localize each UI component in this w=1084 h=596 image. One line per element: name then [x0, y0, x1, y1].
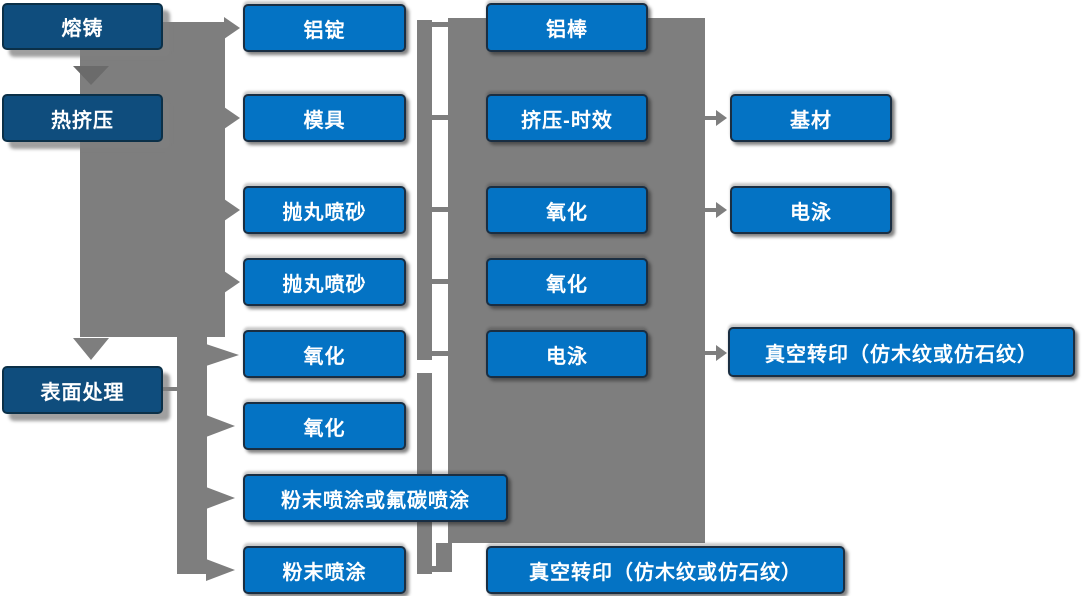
connector-left-lower-bar: [177, 337, 207, 574]
node-melting-casting: 熔铸: [2, 3, 163, 50]
arrow-right-icon: [224, 107, 240, 129]
connector-stub-electrophoresis: [705, 208, 717, 212]
node-vacuum-transfer-print-2: 真空转印（仿木纹或仿石纹）: [728, 327, 1075, 377]
arrow-right-icon: [716, 202, 727, 218]
connector-stub-base-material: [705, 116, 717, 120]
connector-block-leg: [436, 543, 452, 572]
arrow-right-icon: [206, 415, 235, 437]
node-electrophoresis-1: 电泳: [486, 330, 648, 378]
connector-stub-row2: [432, 115, 449, 120]
arrow-right-icon: [224, 271, 240, 293]
node-powder-coating: 粉末喷涂: [243, 546, 406, 594]
node-base-material: 基材: [730, 94, 892, 142]
connector-mid-upper-bar: [417, 20, 432, 360]
node-oxidation-2: 氧化: [243, 402, 406, 450]
connector-stub-row1: [432, 22, 449, 27]
arrow-down-icon: [73, 66, 109, 85]
connector-stub-row3: [432, 207, 449, 212]
connector-stub-surface-treatment: [163, 387, 178, 391]
connector-bottom-bridge: [424, 566, 452, 572]
node-powder-or-fluorocarbon-coating: 粉末喷涂或氟碳喷涂: [243, 474, 508, 522]
arrow-right-icon: [716, 345, 727, 361]
node-extrusion-aging: 挤压-时效: [486, 94, 648, 142]
arrow-right-icon: [716, 110, 727, 126]
node-oxidation-3: 氧化: [486, 186, 648, 234]
node-shot-blasting-1: 抛丸喷砂: [243, 186, 406, 234]
arrow-right-icon: [224, 17, 240, 39]
node-aluminum-ingot: 铝锭: [243, 4, 406, 52]
node-mold: 模具: [243, 94, 406, 142]
arrow-right-icon: [206, 559, 235, 581]
node-oxidation-1: 氧化: [243, 330, 406, 378]
connector-stub-row4: [432, 279, 449, 284]
arrow-right-icon: [206, 344, 239, 366]
node-electrophoresis-2: 电泳: [730, 186, 892, 234]
arrow-down-icon: [73, 338, 109, 360]
connector-mid-lower-bar: [417, 373, 432, 574]
arrow-right-icon: [224, 199, 240, 221]
node-vacuum-transfer-print-1: 真空转印（仿木纹或仿石纹）: [486, 546, 845, 594]
connector-stub-vacuum-transfer: [705, 351, 717, 355]
node-surface-treatment: 表面处理: [2, 366, 163, 414]
node-oxidation-4: 氧化: [486, 258, 648, 306]
node-shot-blasting-2: 抛丸喷砂: [243, 258, 406, 306]
arrow-right-icon: [206, 487, 235, 509]
connector-stub-row5: [432, 351, 449, 356]
node-hot-extrusion: 热挤压: [2, 94, 163, 142]
node-aluminum-rod: 铝棒: [486, 3, 648, 52]
